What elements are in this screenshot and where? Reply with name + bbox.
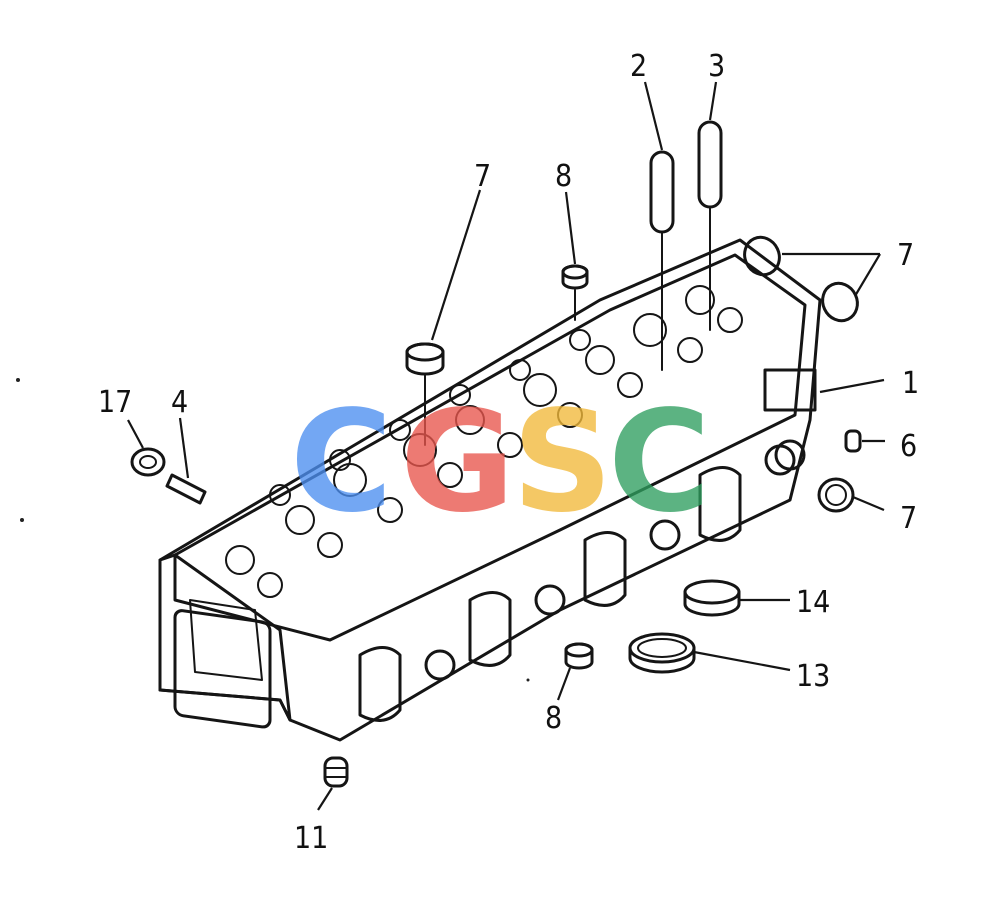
- speck: [16, 378, 20, 382]
- part-7-plugs-right: [743, 235, 859, 323]
- cylinder-head: [158, 238, 822, 742]
- watermark: C G S C: [290, 381, 711, 544]
- part-8-plug-top: [561, 264, 589, 321]
- callout-8-top: 8: [555, 159, 572, 194]
- watermark-letter-g: G: [400, 381, 515, 544]
- callout-8-bottom: 8: [545, 701, 562, 736]
- callout-11: 11: [294, 821, 328, 856]
- callout-13: 13: [796, 659, 830, 694]
- callout-17: 17: [98, 385, 132, 420]
- callout-7-top: 7: [474, 159, 491, 194]
- part-4-stud: [165, 473, 207, 505]
- part-2-tube: [649, 150, 675, 371]
- callout-2: 2: [630, 49, 647, 84]
- watermark-letter-s: S: [512, 381, 613, 544]
- leader-lines: [127, 81, 885, 811]
- callout-7-right: 7: [900, 501, 917, 536]
- part-13-ring: [628, 632, 696, 674]
- watermark-letter-c1: C: [290, 381, 393, 544]
- callout-6: 6: [900, 429, 917, 464]
- callout-3: 3: [708, 49, 725, 84]
- part-7-plug-top: [405, 342, 445, 446]
- speck: [526, 678, 530, 682]
- callouts: 2 3 7 8 7 1 6 7 14 13 8 11 17 4: [98, 49, 919, 856]
- part-8-plug-bottom: [564, 642, 594, 670]
- part-11-plug: [323, 756, 349, 788]
- callout-14: 14: [796, 585, 830, 620]
- part-7-plug-right-lower: [817, 477, 855, 513]
- part-6-small-plug: [844, 429, 862, 453]
- callout-7-right-top: 7: [897, 238, 914, 273]
- callout-4: 4: [171, 385, 188, 420]
- part-3-tube: [697, 120, 723, 331]
- part-17-nut: [130, 447, 166, 477]
- speck: [20, 518, 24, 522]
- watermark-letter-c2: C: [608, 381, 711, 544]
- part-14-ring: [683, 579, 741, 617]
- callout-1: 1: [902, 366, 919, 401]
